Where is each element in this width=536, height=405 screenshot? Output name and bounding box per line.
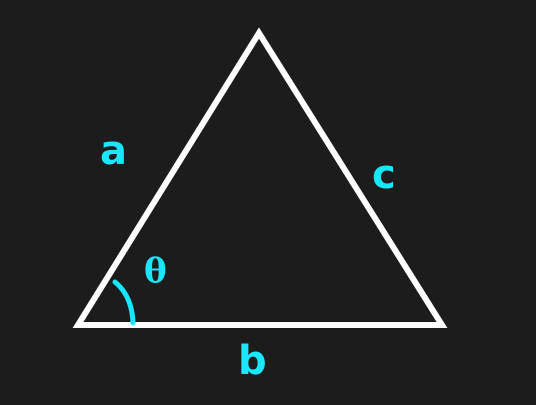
angle-arc: [112, 279, 136, 326]
side-b-label: b: [238, 338, 267, 384]
triangle-outline: [72, 27, 448, 328]
side-c-label: c: [372, 152, 396, 198]
angle-theta-label: θ: [144, 251, 167, 291]
side-a-label: a: [100, 128, 127, 174]
